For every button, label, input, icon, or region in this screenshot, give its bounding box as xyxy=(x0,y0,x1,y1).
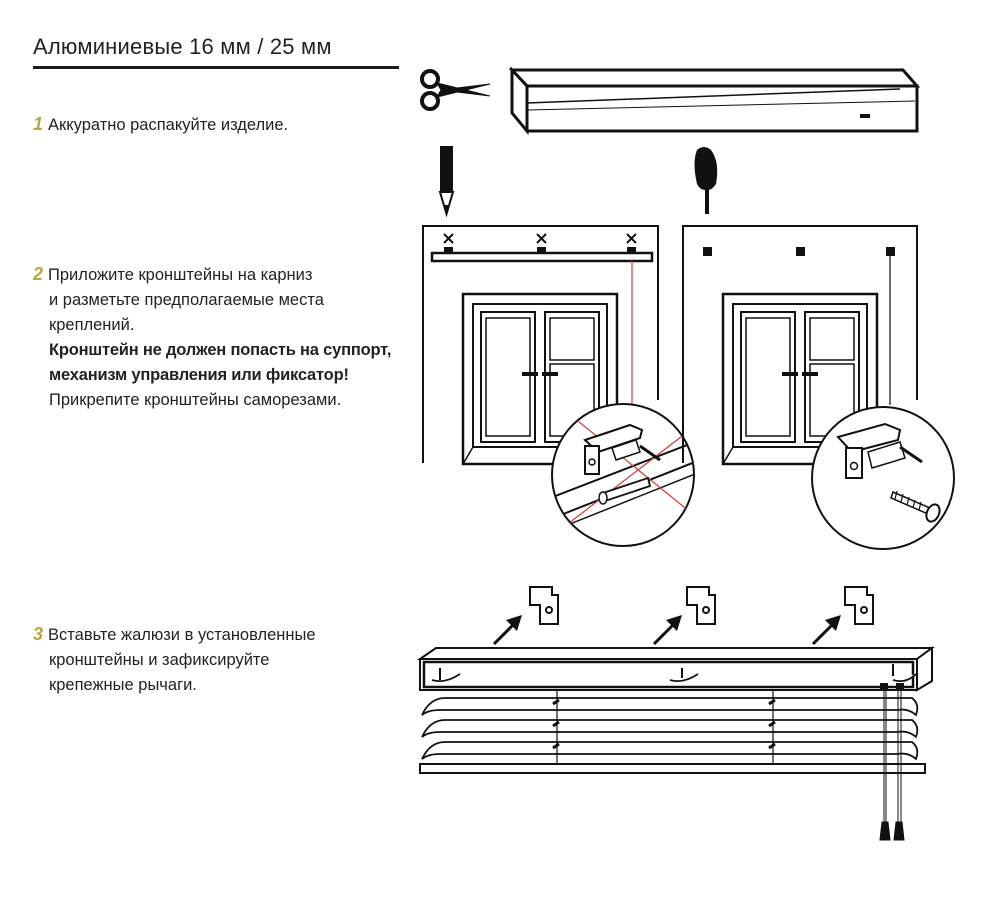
blind-headrail xyxy=(416,646,936,692)
zoom-detail-bracket-screw xyxy=(811,406,955,550)
wall-panel-mounted xyxy=(682,225,918,463)
step-3-line-2: кронштейны и зафиксируйте xyxy=(49,651,270,669)
step-3-line-3: крепежные рычаги. xyxy=(49,676,197,694)
screwdriver-icon xyxy=(694,147,718,214)
package-box xyxy=(508,66,921,136)
bracket-right xyxy=(844,586,874,625)
bracket-left xyxy=(529,586,559,625)
wall-panel-marking xyxy=(422,225,659,463)
step-3-number: 3 xyxy=(33,624,44,644)
blind-slats xyxy=(419,690,926,774)
step-1-number: 1 xyxy=(33,114,44,134)
step-2-number: 2 xyxy=(33,264,44,284)
step-2-after: Прикрепите кронштейны саморезами. xyxy=(49,391,342,409)
page-title: Алюминиевые 16 мм / 25 мм xyxy=(33,34,332,59)
pencil-icon xyxy=(438,146,455,218)
arrow-icon xyxy=(492,615,841,646)
step-2-line-2: и разметьте предполагаемые места xyxy=(49,291,324,309)
title-divider xyxy=(33,66,399,69)
step-1-line-1: Аккуратно распакуйте изделие. xyxy=(48,116,289,134)
step-2-line-3: креплений. xyxy=(49,316,135,334)
zoom-detail-marking xyxy=(551,403,695,547)
pull-cords xyxy=(879,683,905,841)
step-2-warning-1: Кронштейн не должен попасть на суппорт, xyxy=(49,341,392,359)
step-3-line-1: Вставьте жалюзи в установленные xyxy=(48,626,316,644)
scissors-icon xyxy=(420,69,491,111)
step-2-warning-2: механизм управления или фиксатор! xyxy=(49,366,349,384)
step-2-line-1: Приложите кронштейны на карниз xyxy=(48,266,313,284)
bracket-middle xyxy=(686,586,716,625)
screw-icon xyxy=(890,490,941,523)
